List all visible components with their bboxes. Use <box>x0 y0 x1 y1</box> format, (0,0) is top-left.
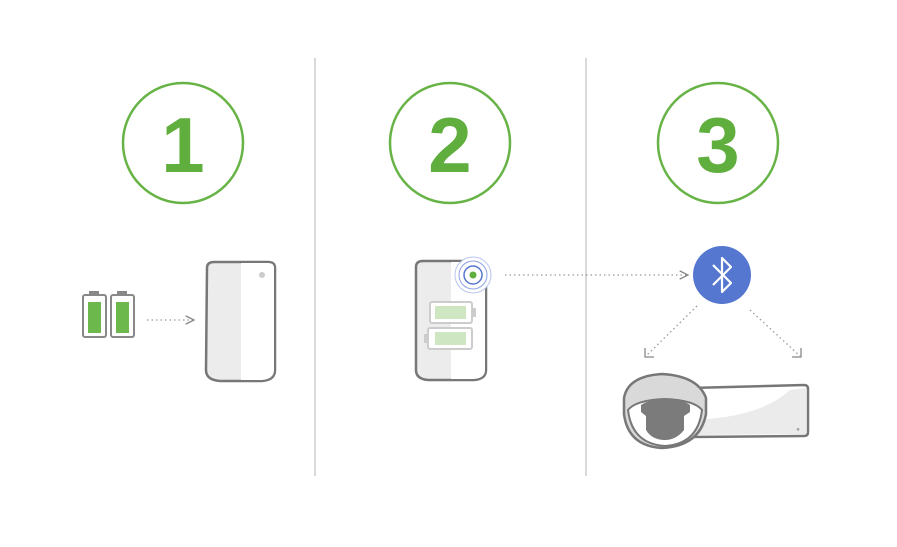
hub-device-icon: ● <box>688 383 810 439</box>
battery-icon <box>429 301 476 324</box>
step-2-badge: 2 <box>388 81 512 205</box>
step-number: 1 <box>161 101 204 189</box>
signal-icon <box>454 256 492 294</box>
battery-icon <box>82 291 107 338</box>
arrow <box>749 309 801 357</box>
step-1-badge: 1 <box>121 81 245 205</box>
sensor-device-icon <box>204 260 277 383</box>
arrow <box>645 305 698 357</box>
bluetooth-icon <box>693 246 751 304</box>
step-number: 3 <box>696 101 739 189</box>
battery-icon <box>424 327 473 350</box>
svg-text:●: ● <box>796 427 800 433</box>
battery-icon <box>110 291 135 338</box>
step-number: 2 <box>428 101 471 189</box>
step-3-badge: 3 <box>656 81 780 205</box>
sensor-device-icon <box>414 256 492 382</box>
dome-camera-icon <box>622 372 708 450</box>
